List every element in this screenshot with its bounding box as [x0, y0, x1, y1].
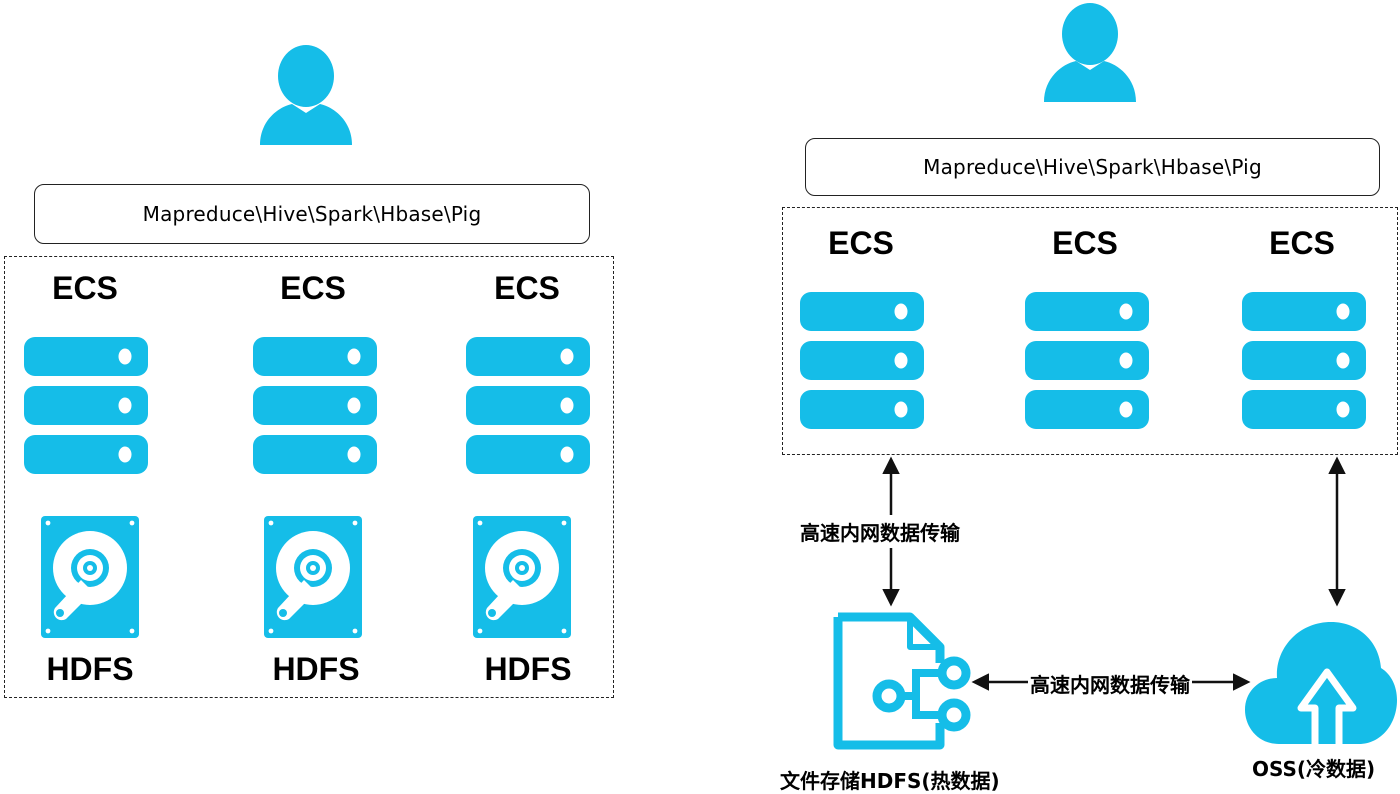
- frameworks-label: Mapreduce\Hive\Spark\Hbase\Pig: [142, 202, 482, 226]
- server-icon: [253, 337, 377, 474]
- ecs-label: ECS: [494, 270, 560, 306]
- file-share-icon: [833, 612, 971, 750]
- ecs-label: ECS: [52, 270, 118, 306]
- ecs-label: ECS: [1052, 225, 1118, 261]
- file-storage-label: 文件存储HDFS(热数据): [780, 765, 1000, 794]
- cluster-group-right: [782, 207, 1398, 455]
- server-icon: [1242, 292, 1366, 429]
- hard-disk-icon: [264, 516, 362, 638]
- ecs-label: ECS: [828, 225, 894, 261]
- hard-disk-icon: [473, 516, 571, 638]
- server-icon: [466, 337, 590, 474]
- server-icon: [800, 292, 924, 429]
- frameworks-label: Mapreduce\Hive\Spark\Hbase\Pig: [923, 155, 1262, 179]
- hdfs-label: HDFS: [46, 651, 134, 687]
- user-icon: [260, 45, 352, 145]
- cluster-group-left: [4, 256, 614, 698]
- cloud-upload-icon: [1245, 622, 1397, 744]
- user-icon: [1044, 3, 1136, 102]
- hdfs-label: HDFS: [272, 651, 360, 687]
- oss-label: OSS(冷数据): [1252, 753, 1376, 782]
- ecs-label: ECS: [1269, 225, 1335, 261]
- frameworks-box: Mapreduce\Hive\Spark\Hbase\Pig: [805, 138, 1380, 196]
- server-icon: [24, 337, 148, 474]
- link-label-horizontal: 高速内网数据传输: [1028, 669, 1192, 698]
- server-icon: [1025, 292, 1149, 429]
- hdfs-label: HDFS: [484, 651, 572, 687]
- link-label-vertical: 高速内网数据传输: [800, 515, 960, 548]
- hard-disk-icon: [41, 516, 139, 638]
- ecs-label: ECS: [280, 270, 346, 306]
- frameworks-box: Mapreduce\Hive\Spark\Hbase\Pig: [34, 184, 590, 244]
